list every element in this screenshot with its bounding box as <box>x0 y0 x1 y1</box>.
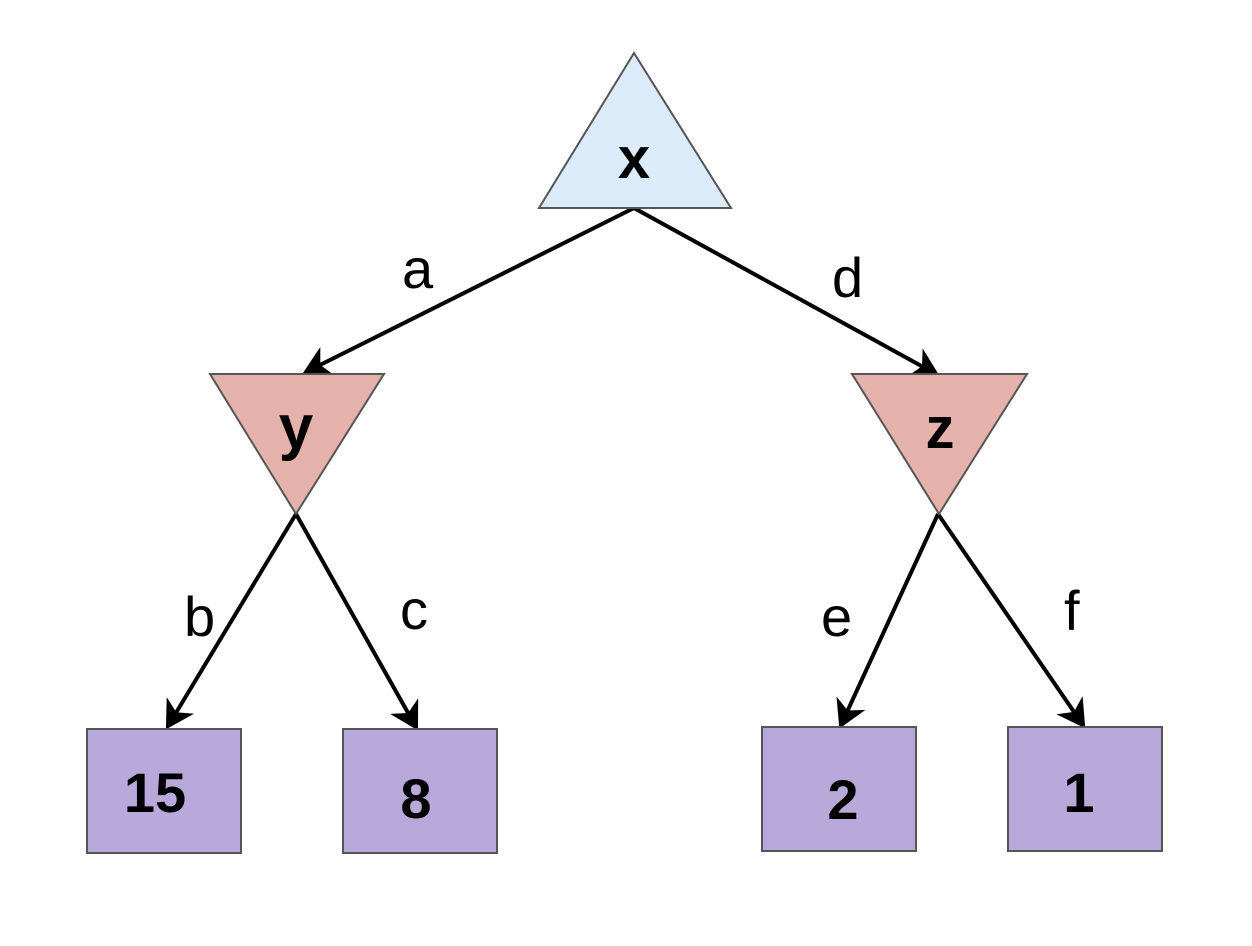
edge-labels: a d b c e f <box>184 237 1080 648</box>
node-label-z: z <box>926 396 955 461</box>
leaf-node-box <box>1007 726 1163 852</box>
edge-label-c: c <box>400 578 428 641</box>
leaf-value: 2 <box>827 768 858 831</box>
edge-a <box>302 206 635 376</box>
max-node-triangle <box>537 51 733 209</box>
leaf-value: 1 <box>1063 761 1094 824</box>
edge-label-e: e <box>821 585 852 648</box>
leaf-value: 15 <box>124 761 186 824</box>
edge-b <box>165 512 298 730</box>
node-label-y: y <box>279 393 314 462</box>
edges <box>165 206 1086 731</box>
leaf-node-box <box>342 728 498 854</box>
edge-f <box>936 512 1086 729</box>
leaf-node-2: 2 <box>761 726 917 852</box>
leaf-value: 8 <box>400 767 431 830</box>
edge-label-f: f <box>1064 579 1080 642</box>
edge-d <box>633 206 940 377</box>
edge-label-b: b <box>184 585 215 648</box>
leaf-node-15: 15 <box>86 728 242 854</box>
leaf-node-box <box>761 726 917 852</box>
leaf-node-8: 8 <box>342 728 498 854</box>
min-node-y: y <box>208 373 386 516</box>
min-node-z: z <box>850 373 1029 516</box>
edge-e <box>836 513 940 729</box>
node-label-x: x <box>618 126 650 191</box>
edge-label-d: d <box>832 246 863 309</box>
edge-c <box>294 513 419 731</box>
min-node-triangle <box>850 373 1029 516</box>
leaf-node-1: 1 <box>1007 726 1163 852</box>
leaf-node-box <box>86 728 242 854</box>
min-node-triangle <box>208 373 386 516</box>
edge-label-a: a <box>402 237 434 300</box>
max-node-x: x <box>537 51 733 209</box>
